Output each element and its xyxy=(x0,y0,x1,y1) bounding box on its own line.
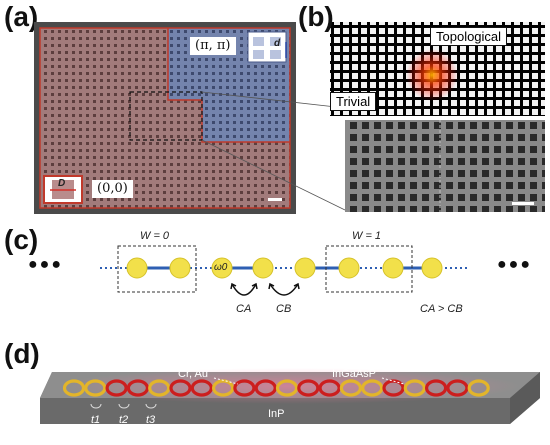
site xyxy=(169,257,191,279)
topological-tag: Topological xyxy=(430,27,508,46)
metal-label: Cr, Au xyxy=(178,368,208,380)
site xyxy=(211,257,233,279)
winding-zero-label: W = 0 xyxy=(140,230,170,242)
ring-resonator xyxy=(339,379,362,397)
ring-resonator xyxy=(361,379,384,397)
hopping-t3-label: t3 xyxy=(146,414,156,426)
coupling-a-arrow xyxy=(231,283,257,296)
site xyxy=(252,257,274,279)
ring-resonator xyxy=(254,379,277,397)
ring-resonator xyxy=(318,379,341,397)
substrate-label: InP xyxy=(268,408,285,420)
ring-resonator xyxy=(275,379,299,397)
site xyxy=(338,257,360,279)
ring-resonator xyxy=(148,379,171,397)
ring-resonator xyxy=(212,379,235,397)
ring-resonator xyxy=(446,379,469,397)
small-hole-size-label: d xyxy=(274,38,281,49)
winding-one-label: W = 1 xyxy=(352,230,382,242)
coupling-b-label: CB xyxy=(276,303,292,315)
site xyxy=(382,257,404,279)
ring-resonator xyxy=(190,379,213,397)
panel-a-label: (a) xyxy=(4,1,39,32)
coupling-relation: CA > CB xyxy=(420,303,463,315)
hopping-t1-label: t1 xyxy=(91,414,101,426)
ring-resonator xyxy=(105,379,128,397)
panel-b-label: (b) xyxy=(298,1,334,32)
coupling-arc xyxy=(90,403,102,409)
ring-resonator xyxy=(467,379,490,397)
ring-resonator xyxy=(233,379,256,397)
ring-resonator xyxy=(297,379,320,397)
mode-glow xyxy=(406,49,458,101)
metal-leader-arrow xyxy=(213,377,239,385)
ring-resonator xyxy=(62,379,86,397)
ring-resonator xyxy=(169,379,192,397)
panel-c-label: (c) xyxy=(4,224,39,255)
site xyxy=(421,257,443,279)
big-hole-size-label: D xyxy=(58,178,66,189)
coupling-b-arrow xyxy=(269,283,299,296)
coupling-arc xyxy=(145,403,157,409)
topological-phase-label: (π, π) xyxy=(190,37,236,56)
ring-resonator xyxy=(403,379,426,397)
ellipsis-left: ●●● xyxy=(28,256,63,273)
ring-resonator xyxy=(425,379,448,397)
panel-d-label: (d) xyxy=(4,338,40,369)
site xyxy=(294,257,316,279)
quantum-well-label: InGaAsP xyxy=(332,368,377,380)
ring-resonator xyxy=(126,379,149,397)
ellipsis-right: ●●● xyxy=(497,256,532,273)
ring-resonator xyxy=(84,379,107,397)
hopping-t2-label: t2 xyxy=(119,414,129,426)
coupling-arc xyxy=(118,403,130,409)
ring-resonator xyxy=(382,379,405,397)
trivial-phase-label: (0,0) xyxy=(92,180,133,199)
site xyxy=(126,257,148,279)
omega-label: ω0 xyxy=(214,262,228,273)
trivial-tag: Trivial xyxy=(330,92,377,111)
coupling-a-label: CA xyxy=(236,303,252,315)
